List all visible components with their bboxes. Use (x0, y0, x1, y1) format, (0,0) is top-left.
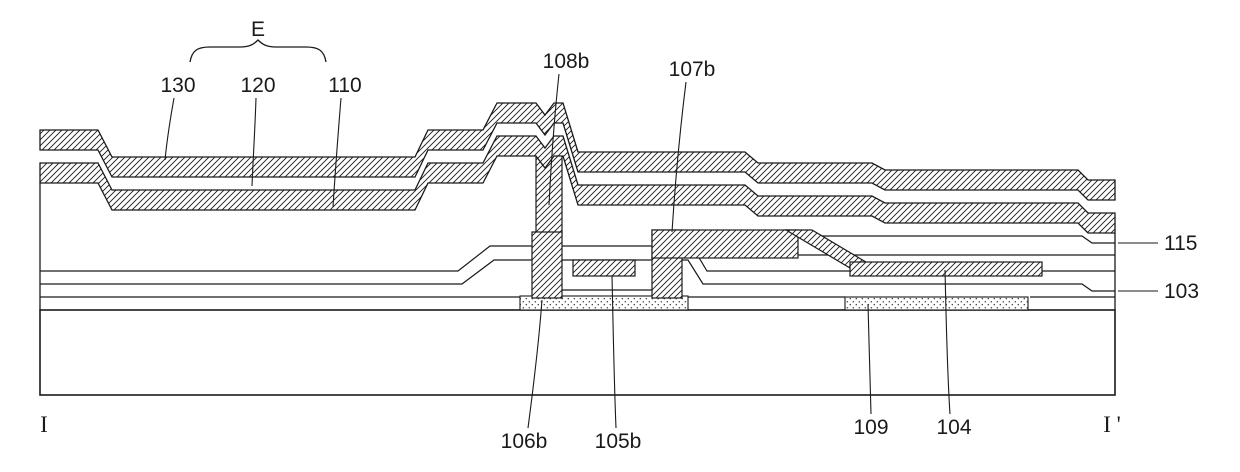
active-region-106b (519, 295, 689, 311)
leader-105b (611, 275, 617, 429)
layer-line-115 (688, 235, 1115, 244)
label-107b: 107b (669, 58, 716, 81)
label-110: 110 (328, 74, 361, 97)
brace-E (189, 39, 327, 63)
leader-110 (332, 97, 342, 208)
via-plug-108b (535, 149, 563, 236)
electrode-104-run (849, 261, 1043, 277)
leader-120 (251, 97, 257, 187)
gate-electrode-105b (572, 259, 636, 277)
section-marker-right: I ' (1103, 412, 1121, 437)
contact-106b (531, 231, 563, 299)
leader-130 (164, 97, 175, 161)
label-E: E (251, 18, 265, 41)
leader-109 (867, 303, 872, 415)
label-108b: 108b (543, 50, 590, 73)
layer-110-band (39, 135, 1116, 234)
section-marker-left: I (40, 412, 48, 437)
label-106b: 106b (501, 430, 548, 453)
label-115: 115 (1164, 232, 1197, 255)
electrode-107b (651, 229, 1043, 277)
layer-line-103 (40, 259, 1115, 292)
label-103: 103 (1164, 280, 1199, 303)
active-regions (519, 295, 1029, 311)
label-130: 130 (160, 74, 195, 97)
leader-106b (527, 299, 543, 429)
substrate (39, 309, 1116, 396)
label-104: 104 (936, 416, 971, 439)
layer-line-upper-buffer (40, 245, 1115, 272)
leader-lines (164, 73, 1158, 429)
leader-107b (671, 81, 687, 233)
label-109: 109 (853, 416, 888, 439)
label-120: 120 (240, 74, 275, 97)
electrode-107b-top (651, 229, 799, 259)
label-105b: 105b (595, 430, 642, 453)
leader-104 (944, 269, 951, 415)
active-region-109 (844, 296, 1029, 311)
layer-130-band (39, 102, 1116, 201)
leader-108b (548, 73, 560, 206)
